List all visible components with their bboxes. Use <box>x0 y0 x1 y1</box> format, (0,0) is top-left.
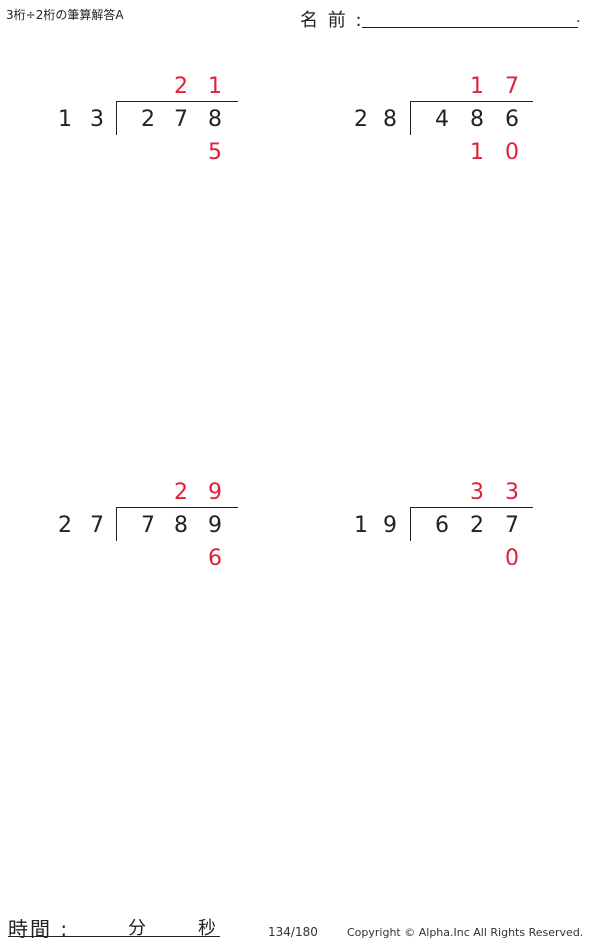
dividend-digit: 7 <box>141 513 155 538</box>
problem-3: 2 9 2 7 7 8 9 6 <box>0 476 240 596</box>
division-bar <box>116 101 238 102</box>
divisor-digit: 1 <box>354 513 368 538</box>
dividend-digit: 8 <box>208 107 222 132</box>
remainder-digit: 1 <box>470 140 484 165</box>
minutes-label: 分 <box>128 918 146 939</box>
seconds-label: 秒 <box>198 918 216 939</box>
division-bracket <box>116 101 117 135</box>
quotient-digit: 1 <box>208 74 222 99</box>
divisor-digit: 7 <box>90 513 104 538</box>
name-label: 名 前 : <box>300 10 364 31</box>
worksheet-title: 3桁÷2桁の筆算解答A <box>6 8 124 22</box>
quotient-digit: 2 <box>174 74 188 99</box>
quotient-digit: 9 <box>208 480 222 505</box>
quotient-digit: 2 <box>174 480 188 505</box>
time-field[interactable] <box>8 936 220 937</box>
problem-4: 3 3 1 9 6 2 7 0 <box>296 476 536 596</box>
divisor-digit: 8 <box>383 107 397 132</box>
division-bracket <box>116 507 117 541</box>
copyright: Copyright © Alpha.Inc All Rights Reserve… <box>347 926 584 939</box>
divisor-digit: 1 <box>58 107 72 132</box>
dividend-digit: 8 <box>470 107 484 132</box>
quotient-digit: 1 <box>470 74 484 99</box>
division-bar <box>410 101 533 102</box>
quotient-digit: 3 <box>470 480 484 505</box>
dividend-digit: 7 <box>505 513 519 538</box>
quotient-digit: 3 <box>505 480 519 505</box>
remainder-digit: 0 <box>505 546 519 571</box>
divisor-digit: 9 <box>383 513 397 538</box>
dividend-digit: 6 <box>435 513 449 538</box>
remainder-digit: 6 <box>208 546 222 571</box>
dividend-digit: 6 <box>505 107 519 132</box>
dividend-digit: 7 <box>174 107 188 132</box>
dividend-digit: 8 <box>174 513 188 538</box>
division-bracket <box>410 101 411 135</box>
page-number: 134/180 <box>268 925 318 939</box>
division-bar <box>410 507 533 508</box>
divisor-digit: 2 <box>58 513 72 538</box>
remainder-digit: 5 <box>208 140 222 165</box>
dividend-digit: 4 <box>435 107 449 132</box>
dividend-digit: 2 <box>470 513 484 538</box>
time-label: 時間 : <box>8 917 70 941</box>
remainder-digit: 0 <box>505 140 519 165</box>
dividend-digit: 2 <box>141 107 155 132</box>
divisor-digit: 3 <box>90 107 104 132</box>
name-end-period: . <box>576 10 581 26</box>
division-bar <box>116 507 238 508</box>
quotient-digit: 7 <box>505 74 519 99</box>
problem-2: 1 7 2 8 4 8 6 1 0 <box>296 70 536 190</box>
dividend-digit: 9 <box>208 513 222 538</box>
name-field[interactable] <box>362 27 578 28</box>
problem-1: 2 1 1 3 2 7 8 5 <box>0 70 240 190</box>
divisor-digit: 2 <box>354 107 368 132</box>
division-bracket <box>410 507 411 541</box>
